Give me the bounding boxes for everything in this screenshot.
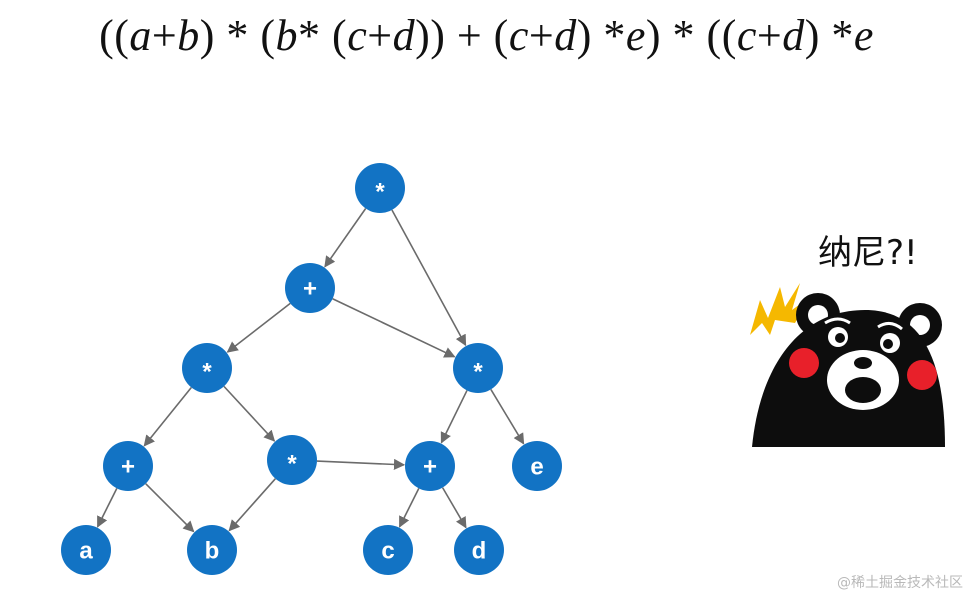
- edge-n2-n4: [332, 298, 456, 358]
- sticker-exclamation: 纳尼?!: [818, 233, 918, 273]
- expr-variable: e: [625, 10, 646, 60]
- expr-variable: b: [177, 10, 200, 60]
- surprise-spark-icon: [750, 283, 810, 335]
- node-circle: [453, 343, 503, 393]
- node-circle: [454, 525, 504, 575]
- node-circle: [285, 263, 335, 313]
- node-n9: a: [61, 525, 111, 575]
- node-label: +: [303, 276, 317, 303]
- expr-variable: e: [853, 10, 874, 60]
- kumamon-sticker: [750, 283, 945, 447]
- node-n8: e: [512, 441, 562, 491]
- expr-operator: ) * (: [199, 10, 276, 60]
- left-cheek: [789, 348, 819, 378]
- node-circle: [182, 343, 232, 393]
- expression-formula: ((a + b) * (b * (c + d)) + (c + d) * e) …: [0, 0, 973, 70]
- expr-operator: * (: [298, 10, 348, 60]
- node-label: +: [423, 454, 437, 481]
- expr-operator: ) * ((: [645, 10, 737, 60]
- node-n11: c: [363, 525, 413, 575]
- expr-variable: b: [275, 10, 299, 60]
- node-circle: [405, 441, 455, 491]
- node-n3: *: [182, 343, 232, 393]
- expr-variable: c: [736, 10, 757, 60]
- expr-operator: ) *: [804, 10, 854, 60]
- node-n4: *: [453, 343, 503, 393]
- expr-variable: d: [554, 10, 577, 60]
- node-label: b: [205, 538, 220, 565]
- bear-nose: [854, 357, 872, 369]
- node-n2: +: [285, 263, 335, 313]
- edge-n3-n6: [223, 385, 276, 442]
- node-circle: [103, 441, 153, 491]
- expr-operator: ) *: [576, 10, 626, 60]
- node-label: *: [375, 179, 385, 206]
- bear-mouth: [845, 377, 881, 403]
- node-circle: [61, 525, 111, 575]
- node-circle: [267, 435, 317, 485]
- edge-n1-n4: [391, 209, 467, 347]
- edge-n2-n3: [226, 302, 291, 353]
- edge-n6-n7: [316, 458, 406, 471]
- edge-n4-n7: [440, 390, 468, 444]
- edge-n5-n9: [96, 488, 118, 528]
- watermark: @稀土掘金技术社区: [837, 575, 963, 591]
- node-circle: [355, 163, 405, 213]
- expr-operator: +: [528, 10, 555, 60]
- edge-n7-n11: [398, 488, 420, 528]
- node-label: c: [381, 538, 394, 565]
- node-label: a: [79, 538, 93, 565]
- node-label: +: [121, 454, 135, 481]
- edge-n6-n10: [228, 478, 276, 532]
- expr-operator: +: [367, 10, 393, 60]
- node-label: *: [287, 451, 297, 478]
- node-n5: +: [103, 441, 153, 491]
- node-circle: [187, 525, 237, 575]
- edge-n7-n12: [441, 487, 467, 529]
- expr-operator: +: [756, 10, 783, 60]
- node-n1: *: [355, 163, 405, 213]
- expr-operator: ((: [99, 10, 130, 60]
- node-label: d: [472, 538, 487, 565]
- edge-n4-n8: [490, 389, 525, 445]
- node-n7: +: [405, 441, 455, 491]
- expr-operator: +: [151, 10, 178, 60]
- expr-variable: d: [392, 10, 416, 60]
- node-n6: *: [267, 435, 317, 485]
- expr-variable: d: [782, 10, 805, 60]
- node-label: *: [473, 359, 483, 386]
- expr-variable: c: [508, 10, 529, 60]
- node-label: *: [202, 359, 212, 386]
- edge-n5-n10: [145, 483, 195, 533]
- node-label: e: [530, 454, 543, 481]
- node-circle: [512, 441, 562, 491]
- expr-operator: )) + (: [415, 10, 509, 60]
- expr-variable: c: [347, 10, 368, 60]
- node-circle: [363, 525, 413, 575]
- node-n12: d: [454, 525, 504, 575]
- edge-n1-n2: [324, 208, 367, 268]
- node-n10: b: [187, 525, 237, 575]
- right-cheek: [907, 360, 937, 390]
- edge-n3-n5: [143, 386, 192, 447]
- expr-variable: a: [129, 10, 152, 60]
